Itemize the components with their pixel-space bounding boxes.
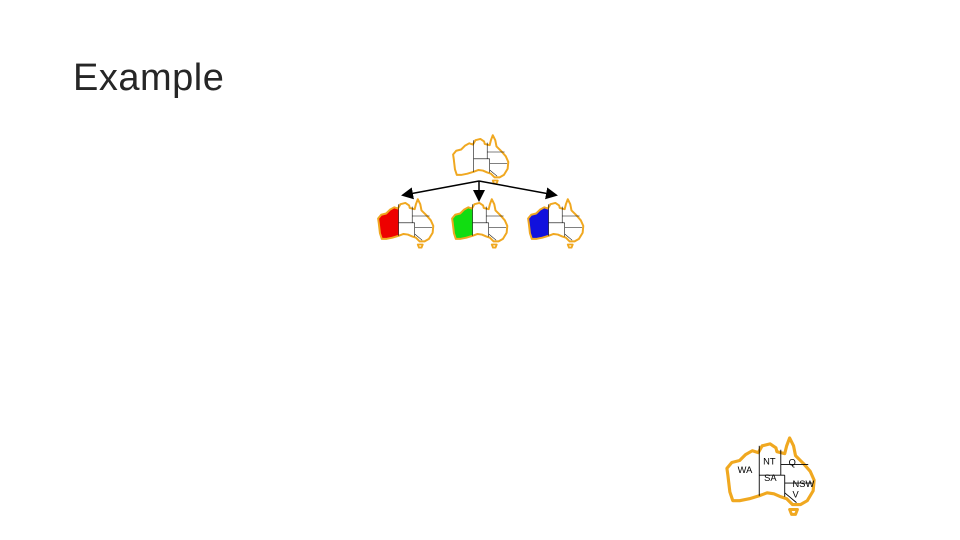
label-nsw: NSW [793, 479, 815, 489]
wa-region-blue [528, 204, 549, 239]
label-nt: NT [763, 456, 776, 466]
arrow-to-blue-branch [478, 180, 558, 200]
label-q: Q [789, 457, 796, 467]
wa-region-green [452, 204, 473, 239]
child-map-blue [527, 198, 585, 249]
reference-map: WA NT Q SA NSW V [725, 436, 816, 516]
arrow-to-red-branch [401, 180, 480, 200]
slide-title: Example [73, 57, 225, 99]
label-wa: WA [738, 465, 753, 475]
wa-region-red [378, 204, 399, 239]
tree-arrows [401, 180, 558, 202]
child-map-green [451, 198, 509, 249]
root-map [452, 134, 510, 185]
label-sa: SA [764, 473, 777, 483]
label-v: V [793, 490, 800, 500]
child-map-red [377, 198, 435, 249]
